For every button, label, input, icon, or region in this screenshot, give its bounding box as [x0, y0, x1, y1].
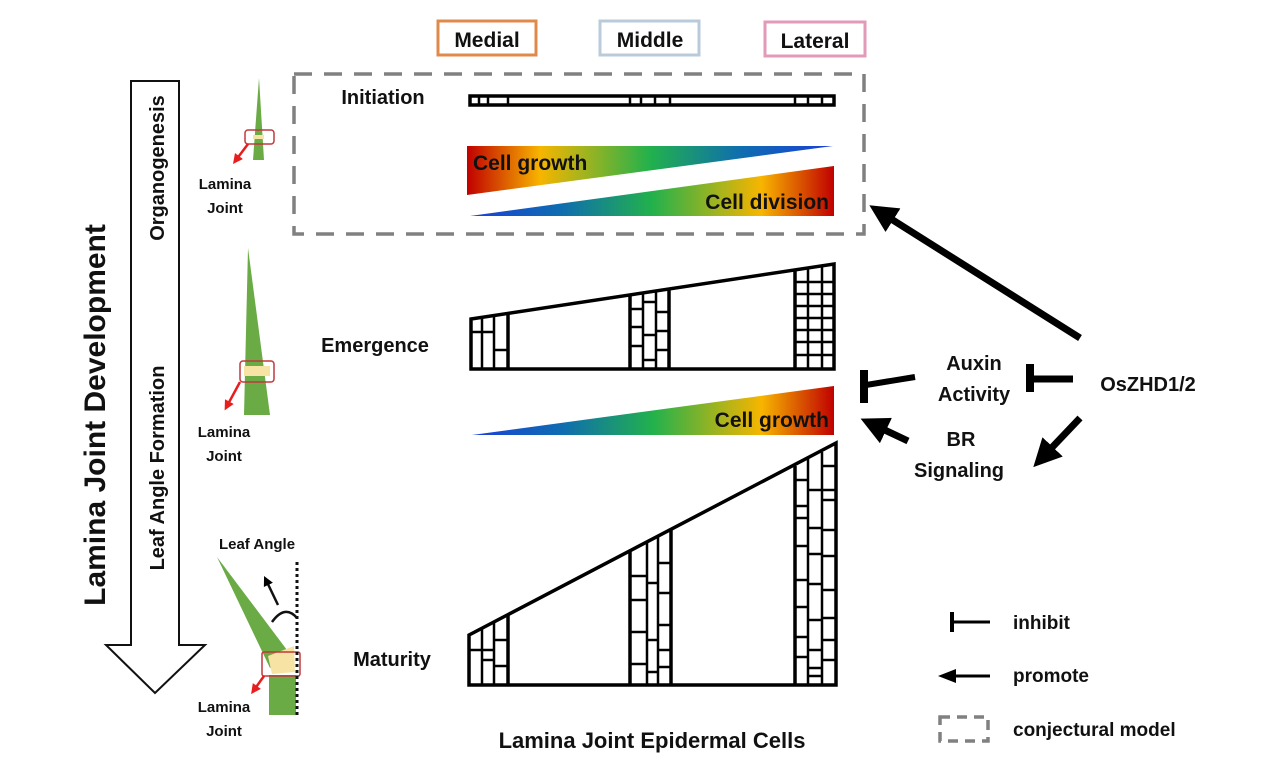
cell-growth-gradient-top [467, 146, 833, 195]
cell-growth-label-top: Cell growth [473, 152, 587, 175]
leaf-initiation: Lamina Joint [199, 78, 275, 217]
lamina-joint-label-2a: Lamina [198, 424, 251, 441]
cell-growth-gradient-mid [472, 386, 834, 435]
oszhd-label: OsZHD1/2 [1100, 374, 1196, 396]
auxin-label-1: Auxin [946, 353, 1002, 375]
cell-division-gradient [470, 166, 834, 216]
lamina-joint-highlight [239, 360, 275, 383]
region-header-lateral: Lateral [763, 20, 867, 58]
lamina-joint-label-1b: Joint [207, 200, 243, 217]
br-label-2: Signaling [914, 460, 1004, 482]
emergence-cells [469, 261, 836, 371]
region-header-middle: Middle [598, 19, 701, 57]
region-label-medial: Medial [454, 29, 519, 52]
legend: inhibit promote conjectural model [938, 612, 1176, 743]
conjectural-model-box [292, 72, 866, 236]
legend-promote-label: promote [1013, 666, 1089, 687]
region-label-middle: Middle [617, 29, 684, 52]
leaf-angle-label: Leaf Angle [219, 536, 295, 553]
promote-arrow-initiation [869, 205, 1082, 341]
inhibit-arrow-cell-growth [860, 370, 916, 403]
stage-label-maturity: Maturity [353, 649, 432, 671]
cell-division-label: Cell division [705, 191, 829, 214]
legend-promote: promote [938, 666, 1089, 687]
leaf-angle-formation-label: Leaf Angle Formation [147, 366, 169, 571]
legend-conjectural: conjectural model [938, 715, 1176, 743]
epidermal-cells-label: Lamina Joint Epidermal Cells [499, 728, 806, 753]
inhibit-arrow-auxin [1026, 364, 1073, 392]
development-arrow [103, 80, 208, 695]
maturity-cells [467, 440, 838, 687]
lamina-joint-label-3a: Lamina [198, 699, 251, 716]
stage-label-initiation: Initiation [341, 87, 424, 109]
promote-arrow-br [1033, 415, 1083, 468]
promote-arrow-br-cell-growth [860, 417, 910, 445]
lamina-joint-label-3b: Joint [206, 723, 242, 740]
br-label-1: BR [947, 429, 976, 451]
diagram-title: Lamina Joint Development [79, 224, 112, 606]
lamina-joint-highlight [261, 651, 301, 677]
initiation-cells [468, 94, 836, 107]
leaf-maturity: Leaf Angle Lamina Joint [198, 536, 301, 740]
auxin-label-2: Activity [938, 384, 1011, 406]
leaf-emergence: Lamina Joint [198, 248, 275, 465]
lamina-joint-highlight [244, 129, 275, 145]
legend-inhibit-label: inhibit [1013, 613, 1071, 634]
legend-inhibit: inhibit [950, 612, 1071, 634]
cell-growth-label-mid: Cell growth [715, 409, 829, 432]
lamina-joint-label-2b: Joint [206, 448, 242, 465]
region-header-medial: Medial [436, 19, 538, 57]
legend-conjectural-label: conjectural model [1013, 720, 1176, 741]
region-label-lateral: Lateral [781, 30, 850, 53]
organogenesis-label: Organogenesis [147, 95, 169, 241]
stage-label-emergence: Emergence [321, 335, 429, 357]
lamina-joint-label-1a: Lamina [199, 176, 252, 193]
